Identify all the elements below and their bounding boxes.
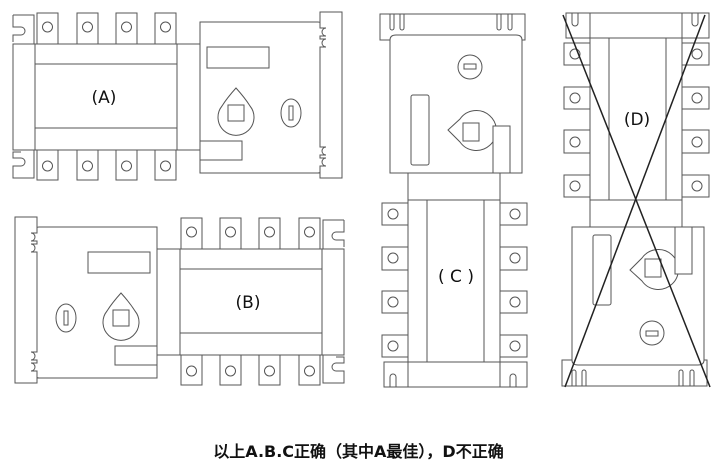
diagram-d: (D) xyxy=(561,12,711,388)
cross-mark-line xyxy=(564,14,706,388)
diagram-b: (B) xyxy=(14,216,345,386)
label-b: (B) xyxy=(236,293,261,313)
label-d: (D) xyxy=(624,110,650,130)
diagram-c: ( C ) xyxy=(379,13,528,388)
caption: 以上A.B.C正确（其中A最佳），D不正确 xyxy=(213,442,504,461)
diagram-a: (A) xyxy=(12,11,343,181)
cross-mark-line xyxy=(562,14,711,388)
label-c: ( C ) xyxy=(438,267,474,287)
label-a: (A) xyxy=(92,88,117,108)
